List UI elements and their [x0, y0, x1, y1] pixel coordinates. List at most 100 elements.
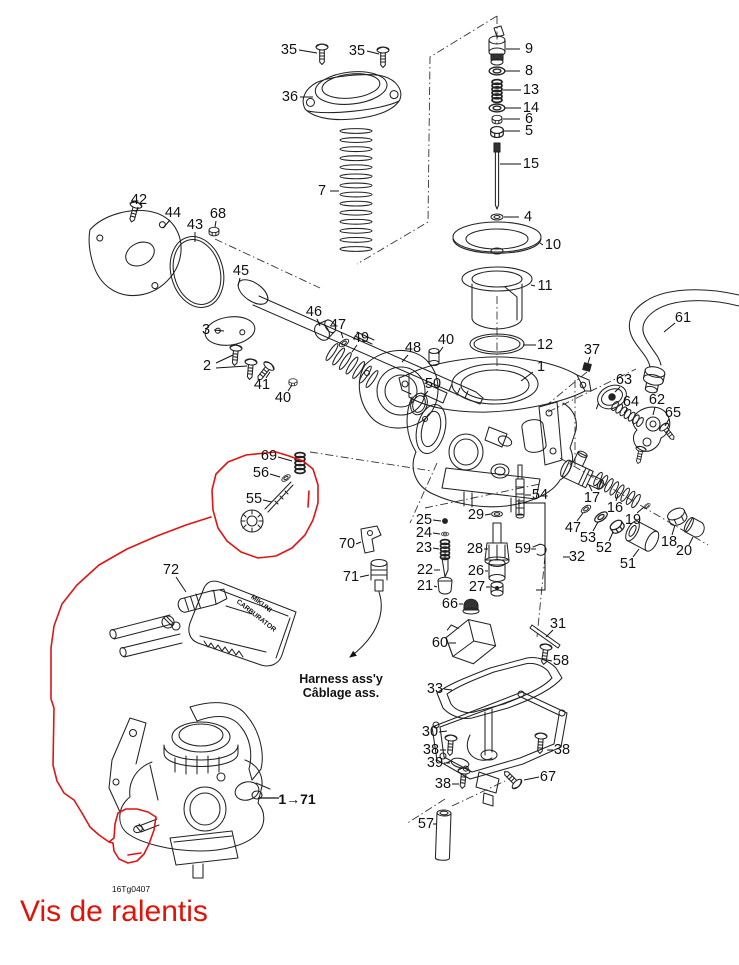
leader-line [175, 576, 187, 593]
part-49-spring [325, 343, 379, 388]
part-31-pin [529, 624, 561, 649]
part-52-nut [607, 517, 627, 536]
callout-11: 11 [537, 278, 552, 294]
guide-line [214, 238, 321, 289]
leader-line [623, 407, 629, 414]
part-61-hose [628, 289, 739, 394]
part-21-seat [437, 576, 453, 595]
callout-42: 42 [131, 192, 147, 208]
callout-5: 5 [525, 123, 533, 139]
part-8-washer [488, 66, 506, 76]
part-60-float [445, 619, 497, 665]
callout-50: 50 [425, 376, 441, 392]
part-13-spring [491, 78, 503, 104]
leader-line [432, 519, 442, 522]
red-ink-path [307, 490, 310, 508]
callout-24: 24 [416, 525, 432, 541]
callout-31: 31 [550, 616, 566, 632]
part-71-sensor [349, 558, 388, 658]
leader-line [438, 730, 448, 733]
callout-29: 29 [468, 507, 484, 523]
part-40-nut [288, 378, 298, 387]
callout-17: 17 [584, 490, 600, 506]
callout-55: 55 [246, 491, 262, 507]
part-54-needle-jet [515, 464, 525, 519]
part-38-screw [533, 732, 548, 755]
callout-61: 61 [675, 310, 691, 326]
callout-62: 62 [649, 392, 665, 408]
callout-60: 60 [432, 635, 448, 651]
part-4-washer [490, 213, 504, 221]
leader-line [214, 220, 217, 228]
part-15-needle [493, 142, 501, 210]
callout-63: 63 [616, 372, 632, 388]
part-6-nut [491, 114, 503, 125]
guide-line [409, 462, 438, 524]
callout-27: 27 [469, 579, 485, 595]
leader-line [213, 329, 225, 332]
leader-line [432, 532, 441, 535]
part-14-washer [488, 103, 506, 113]
callout-38: 38 [435, 776, 451, 792]
callout-47: 47 [330, 317, 346, 333]
guide-line [356, 15, 498, 265]
guide-line [405, 798, 446, 825]
callout-35: 35 [281, 42, 297, 58]
part-35-screw [376, 46, 390, 69]
callout-2: 2 [203, 358, 211, 374]
leader-line [215, 354, 234, 364]
callout-41: 41 [254, 377, 270, 393]
callout-54: 54 [532, 487, 548, 503]
leader-line [287, 384, 293, 392]
leader-line [136, 206, 139, 212]
part-10-diaphragm [452, 221, 542, 255]
callout-38: 38 [554, 742, 570, 758]
part-55-idle-screw [240, 481, 294, 533]
callout-43: 43 [187, 217, 203, 233]
part-37-fitting [582, 362, 592, 372]
callout-64: 64 [623, 394, 639, 410]
leader-line [316, 318, 321, 327]
callout-40: 40 [438, 332, 454, 348]
leader-line [545, 629, 554, 638]
callout-45: 45 [233, 263, 249, 279]
callout-9: 9 [525, 41, 533, 57]
leader-line [636, 506, 645, 514]
leader-line [615, 493, 619, 502]
part-16-spring [593, 471, 641, 509]
part-5-nut [490, 125, 504, 139]
callout-59: 59 [515, 541, 531, 557]
callout-4: 4 [524, 209, 532, 225]
leader-line [422, 390, 429, 398]
leader-line [663, 322, 676, 333]
callout-37: 37 [584, 342, 600, 358]
assembled-carburetor [108, 702, 271, 879]
callout-13: 13 [523, 82, 539, 98]
callout-15: 15 [523, 156, 539, 172]
callout-23: 23 [416, 540, 432, 556]
callout-18: 18 [661, 534, 677, 550]
part-70-clamp [360, 525, 382, 554]
callout-40: 40 [275, 390, 291, 406]
part-33-gasket [436, 657, 563, 719]
part-62-bracket [632, 406, 671, 452]
leader-line [265, 371, 271, 379]
leader-line [587, 356, 591, 364]
callout-35: 35 [349, 43, 365, 59]
callout-10: 10 [545, 237, 561, 253]
leader-line [546, 659, 553, 662]
callout-8: 8 [525, 63, 533, 79]
leader-line [530, 284, 536, 287]
part-22-needle [441, 552, 449, 578]
callout-7: 7 [318, 183, 326, 199]
callout-20: 20 [676, 543, 692, 559]
leader-line [671, 524, 676, 536]
leader-line [359, 574, 370, 578]
callout-30: 30 [422, 724, 438, 740]
leader-line [688, 536, 694, 546]
leader-line [539, 242, 544, 246]
part-18-nut [667, 507, 688, 526]
part-50-oring [410, 392, 428, 416]
caption-vis-de-ralentis: Vis de ralentis [20, 895, 208, 928]
